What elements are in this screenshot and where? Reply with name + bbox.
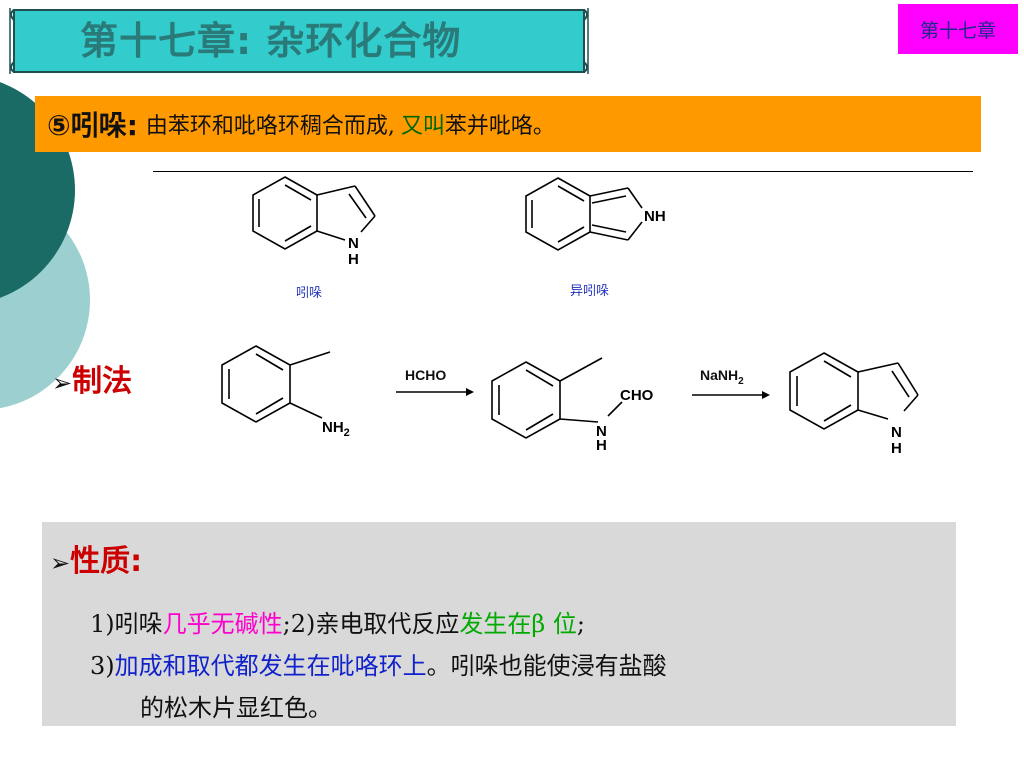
prop2-b: 加成和取代都发生在吡咯环上 [114,652,427,680]
prop3-a: 的松木片显红色。 [140,694,332,722]
prop2-c: 。吲哚也能使浸有盐酸 [426,652,667,680]
reagent2-label: NaNH [700,367,739,383]
indole-h-label: H [348,251,359,268]
properties-heading: ➢性质: [50,536,142,580]
bullet-arrow-icon: ➢ [52,369,73,397]
definition-banner: ⑤吲哚: 由苯环和吡咯环稠合而成, 又叫 苯并吡咯。 [35,96,981,152]
properties-colon: : [130,544,143,579]
banner-text: 由苯环和吡咯环稠合而成, [145,114,395,139]
prop1-d: 发生在β 位 [459,610,577,638]
start-group-sub: 2 [344,427,350,439]
product-h-label: H [891,440,902,457]
properties-label: 性质 [70,544,131,579]
reagent-nanh2: NaNH2 [700,367,744,387]
indole-caption: 吲哚 [296,286,323,301]
property-line-2: 3)加成和取代都发生在吡咯环上。吲哚也能使浸有盐酸 [90,646,667,681]
isoindole-structure: NH [525,177,666,251]
page-title: 第十七章: 杂环化合物 [80,19,462,63]
prop1-b: 几乎无碱性 [162,610,283,638]
mid-cho-label: CHO [620,387,654,404]
isoindole-caption: 异吲哚 [570,284,610,299]
preparation-heading: ➢制法 [52,356,132,400]
divider-line [153,171,973,172]
prop1-e: ; [576,610,585,638]
indole-structure: N H [252,176,376,268]
mid-n-label: N [596,423,607,440]
o-toluidine-structure: NH2 [221,345,350,439]
svg-text:NH2: NH2 [322,419,350,439]
isoindole-nh-label: NH [644,208,666,225]
product-n-label: N [891,424,902,441]
reaction-arrow-1-icon [396,388,474,396]
prop1-a: 1)吲哚 [90,610,163,638]
banner-heading: ⑤吲哚: [47,109,138,142]
reagent2-sub: 2 [738,375,744,387]
mid-h-label: H [596,437,607,454]
formamide-intermediate-structure: CHO N H [491,357,654,454]
property-line-1: 1)吲哚几乎无碱性;2)亲电取代反应发生在β 位; [90,604,585,639]
banner-tail-text: 苯并吡咯。 [444,114,555,139]
property-line-3: 的松木片显红色。 [140,688,332,723]
bullet-arrow-icon: ➢ [50,549,71,577]
preparation-label: 制法 [72,364,133,399]
title-scroll [9,8,589,74]
indole-product-structure: N H [789,352,919,457]
banner-green-text: 又叫 [400,114,445,139]
prop2-a: 3) [90,652,115,680]
reagent-hcho: HCHO [405,367,447,383]
start-group-label: NH [322,419,344,436]
prop1-c: ;2)亲电取代反应 [282,610,460,638]
chapter-badge: 第十七章 [898,4,1018,54]
properties-box [42,522,956,726]
reaction-arrow-2-icon [692,391,770,399]
indole-n-label: N [348,235,359,252]
